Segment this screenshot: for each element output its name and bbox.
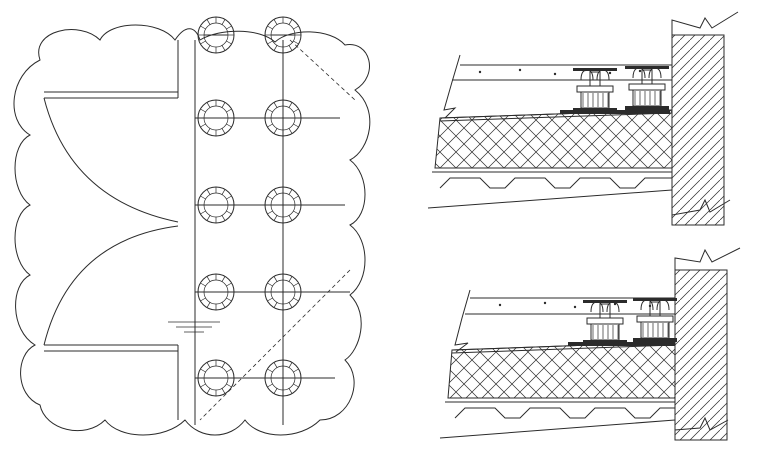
aggregate-dot (638, 69, 642, 73)
aggregate-dot (608, 71, 612, 75)
pedestal-section (573, 68, 617, 112)
metal-deck (454, 407, 675, 419)
water-level-symbol (168, 321, 220, 333)
metal-deck (439, 177, 672, 189)
aggregate-dot (573, 305, 577, 309)
pedestal-section (625, 66, 669, 110)
pedestal-plan (197, 273, 235, 311)
pedestal-plan (264, 16, 302, 54)
plan-view (13, 16, 371, 436)
pedestal-plan (264, 359, 302, 397)
wall-section (671, 34, 725, 226)
revision-cloud (13, 24, 371, 436)
aggregate-dot (518, 68, 522, 72)
break-line (671, 11, 739, 35)
aggregate-dot (498, 303, 502, 307)
insulation-layer (447, 341, 676, 399)
aggregate-dot (648, 304, 652, 308)
aggregate-dot (613, 302, 617, 306)
aggregate-dot (553, 72, 557, 76)
pedestal-section (583, 300, 627, 344)
pedestal-plan (197, 16, 235, 54)
section-upper (427, 11, 739, 226)
pedestal-plan (197, 359, 235, 397)
aggregate-dot (478, 70, 482, 74)
door-swing-arc (43, 225, 179, 346)
wall-section (674, 269, 728, 441)
pedestal-plan (264, 99, 302, 137)
aggregate-dot (583, 68, 587, 72)
pedestal-plan (197, 99, 235, 137)
pedestal-plan (197, 186, 235, 224)
door-swing-arc (43, 97, 179, 223)
section-lower (439, 247, 741, 441)
pedestal-plan (264, 186, 302, 224)
dashed-diagonal (199, 269, 351, 421)
break-line (454, 289, 471, 353)
insulation-layer (434, 109, 673, 169)
break-line (674, 247, 741, 270)
dashed-diagonal (289, 39, 356, 101)
pedestal-section (633, 298, 677, 342)
aggregate-dot (543, 301, 547, 305)
pedestal-plan (264, 273, 302, 311)
break-line (443, 54, 461, 119)
